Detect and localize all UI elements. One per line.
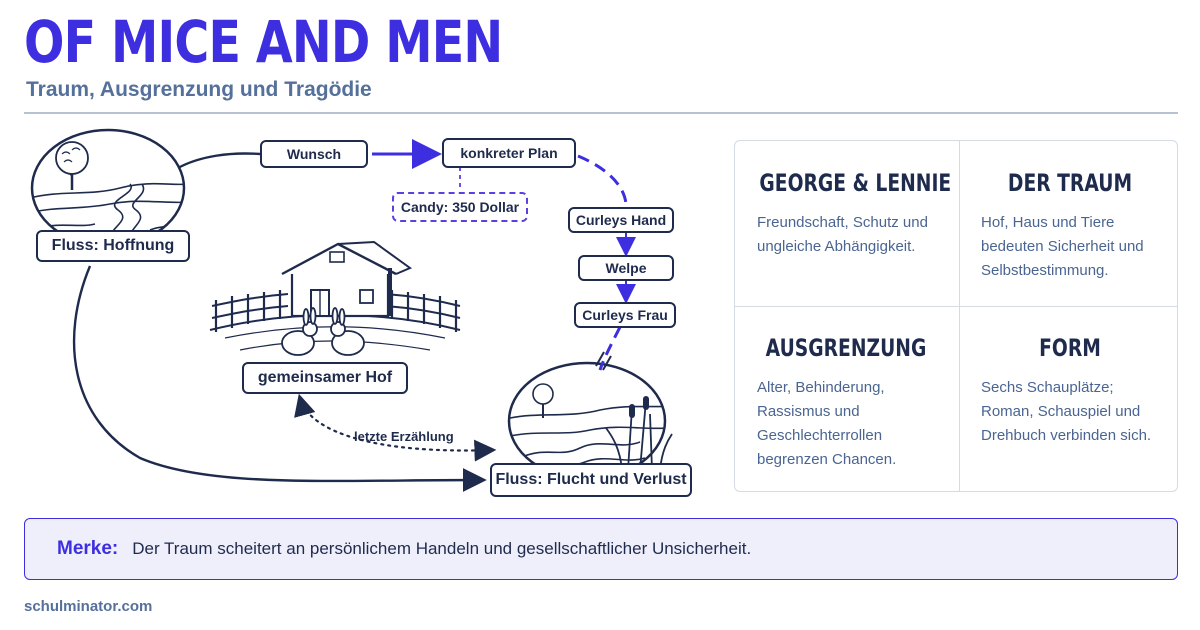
- node-gemeinsamer-hof: gemeinsamer Hof: [242, 362, 408, 394]
- reed-river-landscape-icon: [507, 361, 673, 481]
- node-fluss-flucht: Fluss: Flucht und Verlust: [490, 463, 692, 497]
- grid-vertical-divider: [959, 141, 960, 491]
- diagram-graphics: [30, 128, 673, 493]
- panel-der-traum: DER TRAUM Hof, Haus und Tiere bedeuten S…: [959, 169, 1181, 283]
- footer-source: schulminator.com: [24, 598, 153, 615]
- farmhouse-icon: [209, 240, 461, 351]
- node-curleys-frau: Curleys Frau: [574, 302, 676, 328]
- tree-river-landscape-icon: [30, 128, 186, 248]
- node-curleys-hand: Curleys Hand: [568, 207, 674, 233]
- node-konkreter-plan: konkreter Plan: [442, 138, 576, 168]
- panel-text: Hof, Haus und Tiere bedeuten Sicherheit …: [981, 214, 1144, 279]
- panel-text: Alter, Behinderung, Rassismus und Geschl…: [757, 379, 897, 468]
- title-divider: [24, 112, 1178, 114]
- node-wunsch: Wunsch: [260, 140, 368, 168]
- panel-text: Freundschaft, Schutz und ungleiche Abhän…: [757, 214, 928, 255]
- merke-label: Merke:: [57, 538, 119, 559]
- panel-heading: AUSGRENZUNG: [765, 334, 927, 362]
- node-fluss-hoffnung: Fluss: Hoffnung: [36, 230, 190, 262]
- flow-connectors: [72, 139, 636, 493]
- panel-heading: DER TRAUM: [1007, 169, 1133, 197]
- edge-label-letzte-erzaehlung: letzte Erzählung: [354, 429, 454, 444]
- panel-form: FORM Sechs Schauplätze; Roman, Schauspie…: [959, 334, 1181, 448]
- panel-heading: FORM: [1039, 334, 1101, 362]
- panel-ausgrenzung: AUSGRENZUNG Alter, Behinderung, Rassismu…: [735, 334, 957, 472]
- page-title: OF MICE AND MEN: [24, 8, 503, 76]
- merke-text: Der Traum scheitert an persönlichem Hand…: [132, 539, 752, 558]
- rabbit-icon: [281, 307, 365, 356]
- merke-note: Merke: Der Traum scheitert an persönlich…: [24, 518, 1178, 580]
- theme-panel-grid: GEORGE & LENNIE Freundschaft, Schutz und…: [734, 140, 1178, 492]
- panel-heading: GEORGE & LENNIE: [759, 169, 952, 197]
- node-welpe: Welpe: [578, 255, 674, 281]
- page-subtitle: Traum, Ausgrenzung und Tragödie: [26, 78, 372, 101]
- node-candy: Candy: 350 Dollar: [392, 192, 528, 222]
- grid-horizontal-divider: [735, 306, 1177, 307]
- flow-diagram: Fluss: Hoffnung Wunsch konkreter Plan Ca…: [0, 118, 720, 510]
- panel-george-lennie: GEORGE & LENNIE Freundschaft, Schutz und…: [735, 169, 957, 259]
- panel-text: Sechs Schauplätze; Roman, Schauspiel und…: [981, 379, 1152, 444]
